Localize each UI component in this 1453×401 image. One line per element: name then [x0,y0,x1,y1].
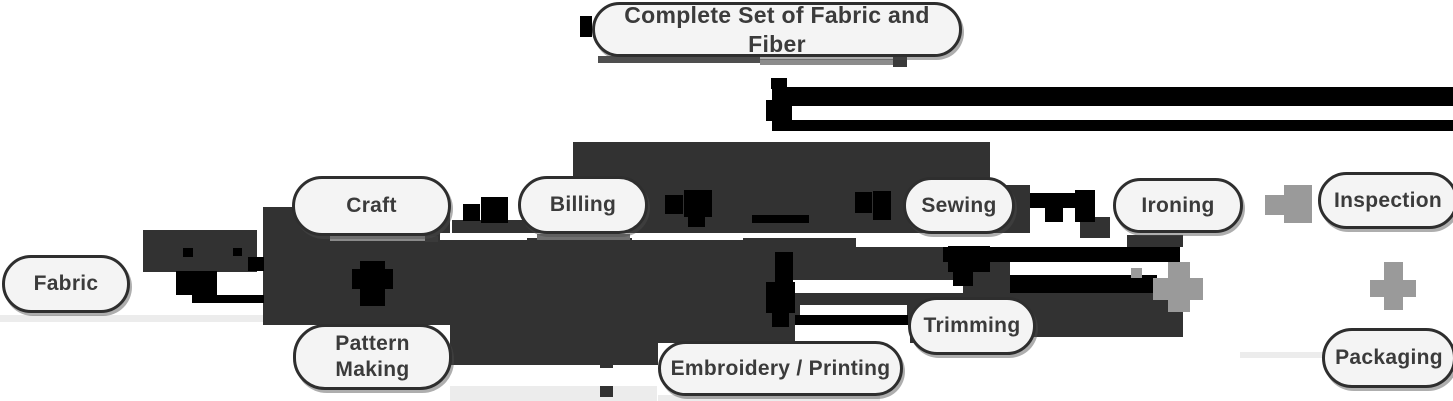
arrow-down-icon [352,269,393,289]
node-embroidery-printing[interactable]: Embroidery / Printing [658,341,903,396]
arrow-right-icon [855,192,872,213]
white-gap [455,368,651,386]
node-shadow-bar [330,236,427,241]
node-craft[interactable]: Craft [292,176,451,236]
node-sewing[interactable]: Sewing [903,177,1015,234]
node-billing[interactable]: Billing [518,176,648,234]
artifact-block [1127,235,1183,247]
node-pattern-making[interactable]: Pattern Making [293,324,452,390]
arrow-right-icon [1030,193,1078,208]
arrow-right-icon [684,190,712,217]
arrow-down-icon [1153,278,1203,300]
white-gap [632,233,743,240]
arrow-down-icon [771,78,787,89]
artifact-bar [1010,275,1157,293]
white-gap [793,280,963,293]
light-stripe [0,315,263,322]
node-shadow-bar [598,56,760,63]
node-complete-set[interactable]: Complete Set of Fabric and Fiber [592,2,962,57]
node-embroidery-printing-label: Embroidery / Printing [670,356,891,380]
white-gap [440,233,527,240]
node-shadow-bar [893,56,907,67]
node-trimming-label: Trimming [923,314,1021,338]
arrow-right-icon [1075,190,1095,222]
node-billing-label: Billing [549,193,617,217]
arrow-right-icon [873,191,891,220]
artifact-dot [233,248,242,256]
arrow-right-icon [1045,208,1063,222]
light-stripe [450,386,657,401]
arrow-down-icon [1370,280,1416,297]
node-packaging[interactable]: Packaging [1322,328,1453,388]
arrow-down-icon [176,271,217,295]
arrow-down-icon [775,252,793,283]
node-shadow-bar [425,236,438,242]
artifact-dot [183,248,193,257]
arrow-right-icon [1284,185,1312,223]
arrow-right-icon [481,197,508,223]
node-fabric-label: Fabric [33,272,99,296]
artifact-bar [772,87,1453,106]
node-sewing-label: Sewing [921,193,997,217]
artifact-notch [580,16,592,37]
node-complete-set-label: Complete Set of Fabric and Fiber [624,2,930,57]
artifact-dot [1131,268,1142,278]
white-gap [856,233,1010,247]
node-trimming[interactable]: Trimming [908,297,1036,355]
node-inspection-label: Inspection [1333,188,1442,212]
artifact-dash [752,215,809,223]
artifact-bar [772,120,1453,131]
arrow-right-icon [463,204,480,221]
node-shadow-bar [760,59,898,65]
white-gap [1010,238,1127,247]
white-gap [800,305,907,315]
artifact-dash [192,295,264,303]
arrow-down-icon [953,272,973,286]
arrow-right-icon [688,217,705,227]
artifact-bar [795,315,908,325]
node-ironing[interactable]: Ironing [1113,178,1243,233]
node-ironing-label: Ironing [1141,193,1215,217]
artifact-block [1010,293,1183,337]
artifact-dot [248,257,264,271]
arrow-right-icon [665,195,683,214]
arrow-down-icon [772,313,789,327]
node-fabric[interactable]: Fabric [2,255,130,313]
node-packaging-label: Packaging [1335,346,1443,370]
white-gap [795,325,910,343]
node-shadow-bar [537,234,630,240]
node-pattern-making-label: Pattern Making [335,332,410,381]
artifact-bar [943,247,1180,262]
light-stripe [1240,352,1332,358]
light-stripe [658,395,880,401]
node-craft-label: Craft [346,194,397,218]
arrow-down-icon [766,282,795,313]
node-inspection[interactable]: Inspection [1318,172,1453,229]
artifact-block [450,325,658,365]
arrow-right-icon [1265,195,1285,215]
